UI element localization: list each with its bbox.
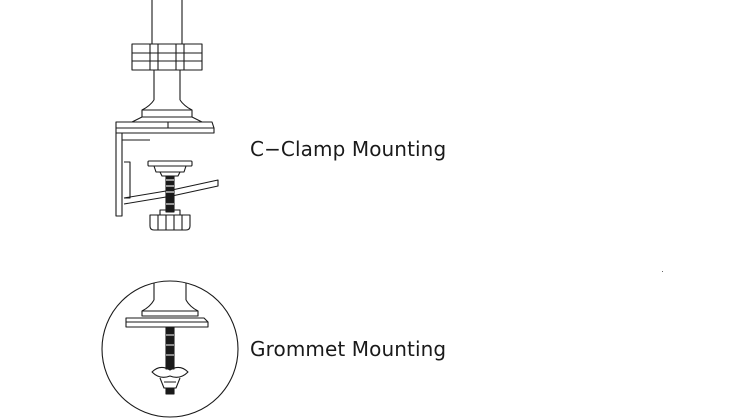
grommet-detail-circle	[101, 280, 239, 418]
clamp-bracket	[115, 133, 219, 217]
grommet-mounting-label: Grommet Mounting	[250, 337, 447, 361]
desk-plate	[115, 121, 215, 134]
c-clamp-mounting-label: C−Clamp Mounting	[250, 137, 447, 161]
monitor-pole	[151, 0, 183, 100]
clamp-screw	[165, 175, 175, 213]
scan-speck	[662, 271, 663, 272]
height-collar	[131, 43, 203, 71]
clamp-knob	[149, 209, 191, 231]
